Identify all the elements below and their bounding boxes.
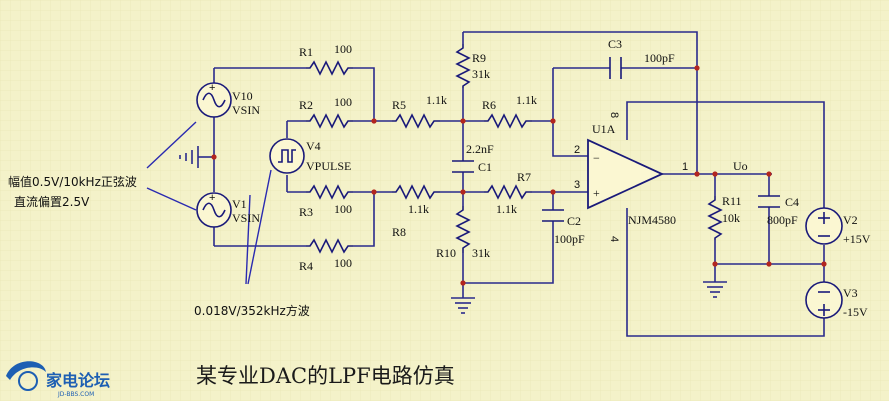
r1-value-label: 100: [334, 42, 352, 56]
opamp-plus-sign: +: [593, 186, 600, 200]
capacitor-c2: [542, 209, 564, 222]
opamp-pin-noninv: 3: [574, 179, 580, 191]
v10-name-label: V10: [232, 89, 253, 103]
c3-value-label: 100pF: [644, 51, 675, 65]
svg-text:+: +: [209, 192, 215, 204]
r10-name-label: R10: [436, 246, 456, 260]
c4-name-label: C4: [785, 195, 799, 209]
v10-type-label: VSIN: [232, 103, 260, 117]
source-v2: [805, 207, 843, 245]
source-v4: [269, 138, 305, 174]
ground-output: [703, 281, 727, 298]
r1-name-label: R1: [299, 45, 313, 59]
capacitors: [452, 57, 780, 222]
r9-value-label: 31k: [472, 67, 490, 81]
v3-name-label: V3: [843, 286, 858, 300]
r3-value-label: 100: [334, 202, 352, 216]
resistor-r10: [455, 206, 471, 253]
r5-name-label: R5: [392, 98, 406, 112]
source-v10: +: [196, 82, 232, 118]
v2-value-label: +15V: [843, 232, 871, 246]
r8-name-label: R8: [392, 225, 406, 239]
resistor-r1: [306, 60, 353, 76]
r9-name-label: R9: [472, 51, 486, 65]
resistor-r11: [707, 196, 723, 240]
r6-value-label: 1.1k: [516, 93, 537, 107]
capacitor-c4: [758, 195, 780, 208]
resistor-r7: [484, 184, 532, 200]
opamp-part-label: NJM4580: [628, 213, 676, 227]
c4-value-label: 800pF: [767, 213, 798, 227]
resistor-r8: [392, 184, 440, 200]
r3-name-label: R3: [299, 205, 313, 219]
r11-name-label: R11: [722, 194, 742, 208]
r2-value-label: 100: [334, 95, 352, 109]
r4-value-label: 100: [334, 256, 352, 270]
r4-name-label: R4: [299, 259, 313, 273]
sine-note-line1: 幅值0.5V/10kHz正弦波: [8, 174, 137, 189]
watermark-swoosh-icon: [6, 361, 46, 380]
annotation-notes: 幅值0.5V/10kHz正弦波 直流偏置2.5V 0.018V/352kHz方波: [8, 174, 310, 318]
opamp-pin-vneg: 4: [608, 236, 620, 242]
watermark-globe-icon: [18, 371, 38, 391]
watermark-subtext: JD-BBS.COM: [57, 391, 94, 398]
resistor-r5: [392, 113, 440, 129]
resistor-r6: [484, 113, 532, 129]
r6-name-label: R6: [482, 98, 496, 112]
output-node-label: Uo: [733, 159, 748, 173]
resistors: [306, 44, 723, 254]
capacitor-c1: [452, 160, 474, 173]
annotation-callouts: [146, 121, 272, 285]
opamp-ref-label: U1A: [592, 122, 616, 136]
c1-value-label: 2.2nF: [466, 142, 494, 156]
c2-value-label: 100pF: [554, 232, 585, 246]
opamp-pin-out: 1: [682, 161, 688, 173]
component-labels: V10 VSIN V1 VSIN V4 VPULSE V2 +15V V3 -1…: [232, 37, 871, 319]
resistor-r2: [306, 113, 353, 129]
capacitor-c3: [609, 57, 622, 79]
c2-name-label: C2: [567, 214, 581, 228]
opamp-pin-inv: 2: [574, 144, 580, 156]
resistor-r4: [306, 238, 353, 254]
opamp-minus-sign: −: [593, 151, 600, 165]
r2-name-label: R2: [299, 98, 313, 112]
source-v1: +: [196, 192, 232, 228]
pulse-note: 0.018V/352kHz方波: [194, 303, 310, 318]
watermark-logo: 家电论坛 JD-BBS.COM: [6, 361, 110, 398]
watermark-text: 家电论坛: [46, 371, 110, 390]
r7-value-label: 1.1k: [496, 202, 517, 216]
r5-value-label: 1.1k: [426, 93, 447, 107]
resistor-r3: [306, 184, 353, 200]
resistor-r9: [455, 44, 471, 88]
r10-value-label: 31k: [472, 246, 490, 260]
ground-left: [179, 146, 199, 168]
v4-type-label: VPULSE: [306, 159, 351, 173]
r7-name-label: R7: [517, 170, 531, 184]
v3-value-label: -15V: [843, 305, 868, 319]
junction-dots: [211, 65, 827, 286]
c1-name-label: C1: [478, 160, 492, 174]
v4-name-label: V4: [306, 139, 321, 153]
opamp-u1a: − +: [587, 138, 665, 210]
opamp-pin-vpos: 8: [608, 112, 620, 118]
v1-type-label: VSIN: [232, 211, 260, 225]
source-v3: [805, 281, 843, 319]
c3-name-label: C3: [608, 37, 622, 51]
r11-value-label: 10k: [722, 211, 740, 225]
v1-name-label: V1: [232, 197, 247, 211]
svg-text:+: +: [209, 82, 215, 94]
ground-center: [451, 297, 475, 314]
v2-name-label: V2: [843, 213, 858, 227]
sine-note-line2: 直流偏置2.5V: [14, 194, 90, 209]
r8-value-label: 1.1k: [408, 202, 429, 216]
diagram-title: 某专业DAC的LPF电路仿真: [196, 364, 455, 388]
